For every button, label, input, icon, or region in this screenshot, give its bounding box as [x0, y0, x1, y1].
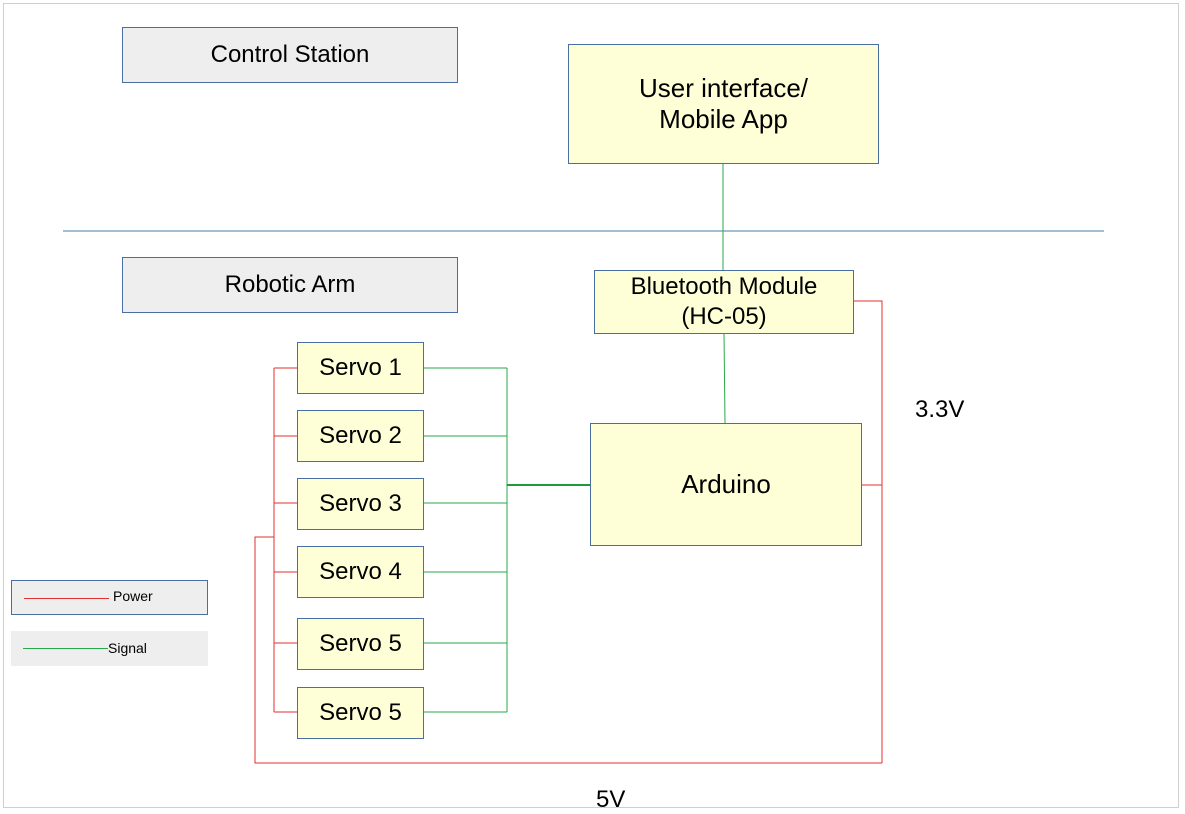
- servo-label: Servo 3: [319, 489, 402, 517]
- user-interface-box: User interface/ Mobile App: [568, 44, 879, 164]
- user-interface-label-line1: User interface/: [638, 72, 809, 103]
- voltage-label-3v3: 3.3V: [915, 396, 965, 423]
- section-robotic-arm: Robotic Arm: [122, 257, 458, 313]
- power-wire-5v: [254, 536, 882, 764]
- servo-label: Servo 4: [319, 557, 402, 585]
- legend-power: Power: [11, 580, 208, 615]
- legend-signal-label: Signal: [108, 640, 147, 656]
- section-robotic-arm-label: Robotic Arm: [224, 270, 356, 298]
- power-wire-3v3: [853, 300, 883, 763]
- servo-5b-box: Servo 5: [297, 687, 424, 739]
- bluetooth-module-label-line1: Bluetooth Module: [630, 273, 818, 300]
- servo-2-box: Servo 2: [297, 410, 424, 462]
- diagram-frame: [3, 3, 1179, 808]
- arduino-label: Arduino: [681, 468, 771, 499]
- legend-power-label: Power: [113, 588, 153, 604]
- servo-label: Servo 2: [319, 421, 402, 449]
- servo-5a-box: Servo 5: [297, 618, 424, 670]
- section-control-station-label: Control Station: [210, 40, 370, 68]
- servo-1-box: Servo 1: [297, 342, 424, 394]
- arduino-box: Arduino: [590, 423, 862, 546]
- voltage-label-5v: 5V: [596, 786, 626, 813]
- servo-label: Servo 5: [319, 629, 402, 657]
- servo-4-box: Servo 4: [297, 546, 424, 598]
- servo-3-box: Servo 3: [297, 478, 424, 530]
- bluetooth-module-label-line2: (HC-05): [681, 303, 767, 330]
- servo-label: Servo 1: [319, 353, 402, 381]
- section-control-station: Control Station: [122, 27, 458, 83]
- signal-wire-bluetooth-arduino: [723, 332, 726, 424]
- bluetooth-module-box: Bluetooth Module (HC-05): [594, 270, 854, 334]
- legend-power-swatch: [24, 598, 109, 599]
- servo-label: Servo 5: [319, 698, 402, 726]
- user-interface-label-line2: Mobile App: [659, 104, 788, 134]
- legend-signal: Signal: [11, 631, 208, 666]
- legend-signal-swatch: [23, 648, 108, 649]
